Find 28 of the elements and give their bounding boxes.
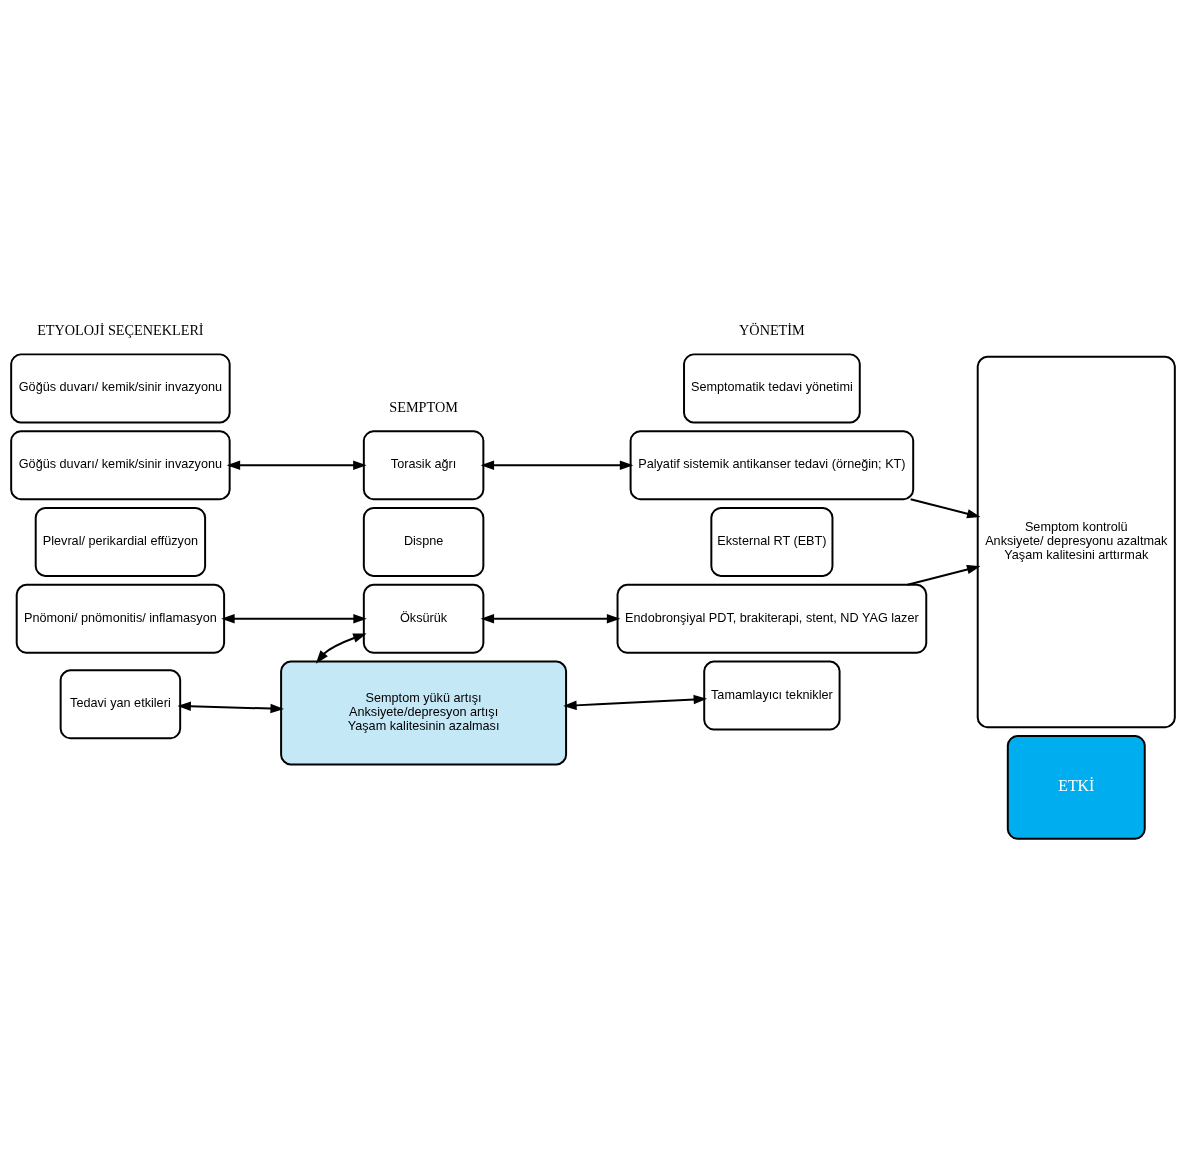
arrow xyxy=(906,564,981,586)
node-box: Palyatif sistemik antikanser tedavi (örneğin; KT) xyxy=(629,430,915,501)
node-box: Endobronşiyal PDT, brakiterapi, stent, ND YAG lazer xyxy=(616,583,928,654)
node-box: Göğüs duvarı/ kemik/sinir invazyonu xyxy=(10,430,231,501)
node-box: Semptom yükü artışı Anksiyete/depresyon artışı Yaşam kalitesinin azalması xyxy=(280,660,568,766)
node-box: Dispne xyxy=(362,506,485,577)
node-box: Torasik ağrı xyxy=(362,430,485,501)
arrow xyxy=(563,694,708,711)
node-box: Eksternal RT (EBT) xyxy=(710,506,834,577)
node-box: Tedavi yan etkileri xyxy=(59,669,182,740)
node-box: Semptomatik tedavi yönetimi xyxy=(683,353,861,424)
node-box: ETKİ xyxy=(1006,734,1146,840)
label: ETYOLOJİ SEÇENEKLERİ xyxy=(37,321,204,338)
node-box: Öksürük xyxy=(362,583,485,654)
arrow xyxy=(177,701,284,714)
arrow xyxy=(221,614,367,624)
arrow xyxy=(315,633,367,664)
node-box: Plevral/ perikardial effüzyon xyxy=(34,506,207,577)
label: YÖNETİM xyxy=(739,321,805,338)
node-box: Pnömoni/ pnömonitis/ inflamasyon xyxy=(15,583,226,654)
arrow xyxy=(480,614,621,624)
arrow xyxy=(480,460,634,470)
arrow xyxy=(909,498,981,519)
node-box: Semptom kontrolü Anksiyete/ depresyonu azaltmak Yaşam kalitesini arttırmak xyxy=(976,355,1176,729)
node-box: Göğüs duvarı/ kemik/sinir invazyonu xyxy=(10,353,231,424)
arrow xyxy=(226,460,367,470)
node-box: Tamamlayıcı teknikler xyxy=(703,660,841,731)
label: SEMPTOM xyxy=(389,398,458,415)
